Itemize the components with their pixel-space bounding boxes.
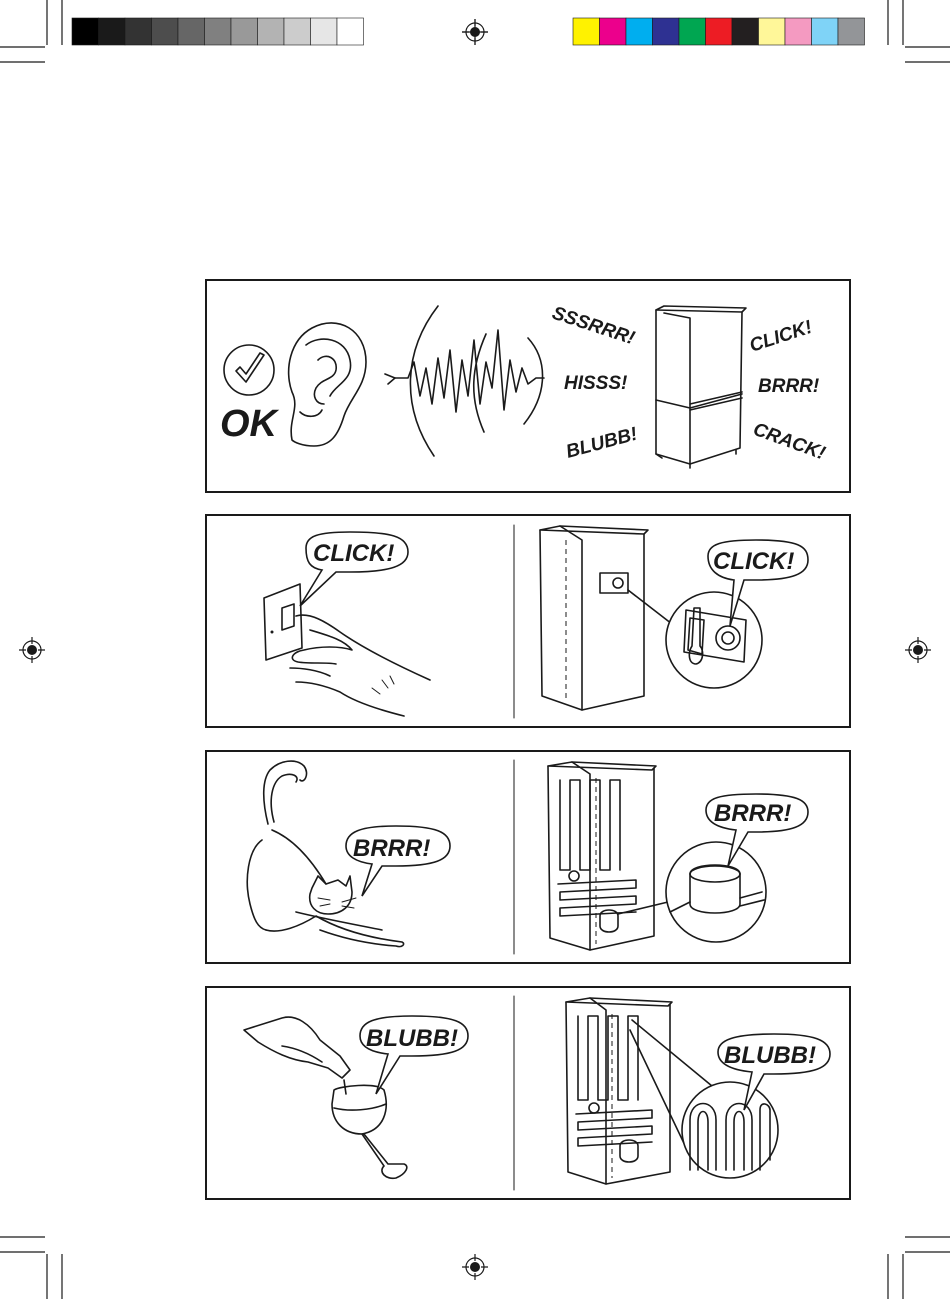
bubble-click-right-text: CLICK! [713,548,794,575]
bubble-brrr-right-text: BRRR! [714,800,791,827]
thermostat-icon [666,592,762,688]
panel-normal-sounds: OK SSSRRR! HISSS! BLUBB! CLICK! BRRR! [206,280,850,492]
color-swatch [178,18,205,45]
bubble-click-left-text: CLICK! [313,540,394,567]
color-swatch [679,18,706,45]
color-swatch [337,18,364,45]
color-swatch [626,18,653,45]
panel-thermostat-click: CLICK! CLICK! [206,515,850,727]
registration-mark-icon [462,1254,488,1280]
sound-brrr: BRRR! [758,376,819,397]
color-swatch [152,18,179,45]
bubble-brrr-left-text: BRRR! [353,835,430,862]
color-swatch [573,18,600,45]
compressor-icon [666,842,766,942]
color-swatch [838,18,865,45]
color-swatch [284,18,311,45]
color-swatch [72,18,99,45]
cooling-coil-icon [682,1082,778,1178]
color-swatch [812,18,839,45]
color-swatch [759,18,786,45]
color-swatch [653,18,680,45]
registration-mark-icon [905,637,931,663]
color-swatch [231,18,258,45]
color-swatch [732,18,759,45]
panel-refrigerant-blubb: BLUBB! BLUBB! [206,987,850,1199]
sound-hisss: HISSS! [564,373,627,394]
bubble-blubb-right-text: BLUBB! [724,1042,816,1069]
registration-mark-icon [462,19,488,45]
process-color-bar [573,18,865,45]
color-swatch [258,18,285,45]
panel-compressor-brrr: BRRR! BRRR! [206,751,850,963]
color-swatch [205,18,232,45]
color-swatch [99,18,126,45]
color-swatch [600,18,627,45]
color-swatch [311,18,338,45]
grayscale-color-bar [72,18,364,45]
bubble-blubb-left-text: BLUBB! [366,1025,458,1052]
color-swatch [125,18,152,45]
color-swatch [785,18,812,45]
color-swatch [706,18,733,45]
registration-mark-icon [19,637,45,663]
ok-label: OK [220,403,280,445]
